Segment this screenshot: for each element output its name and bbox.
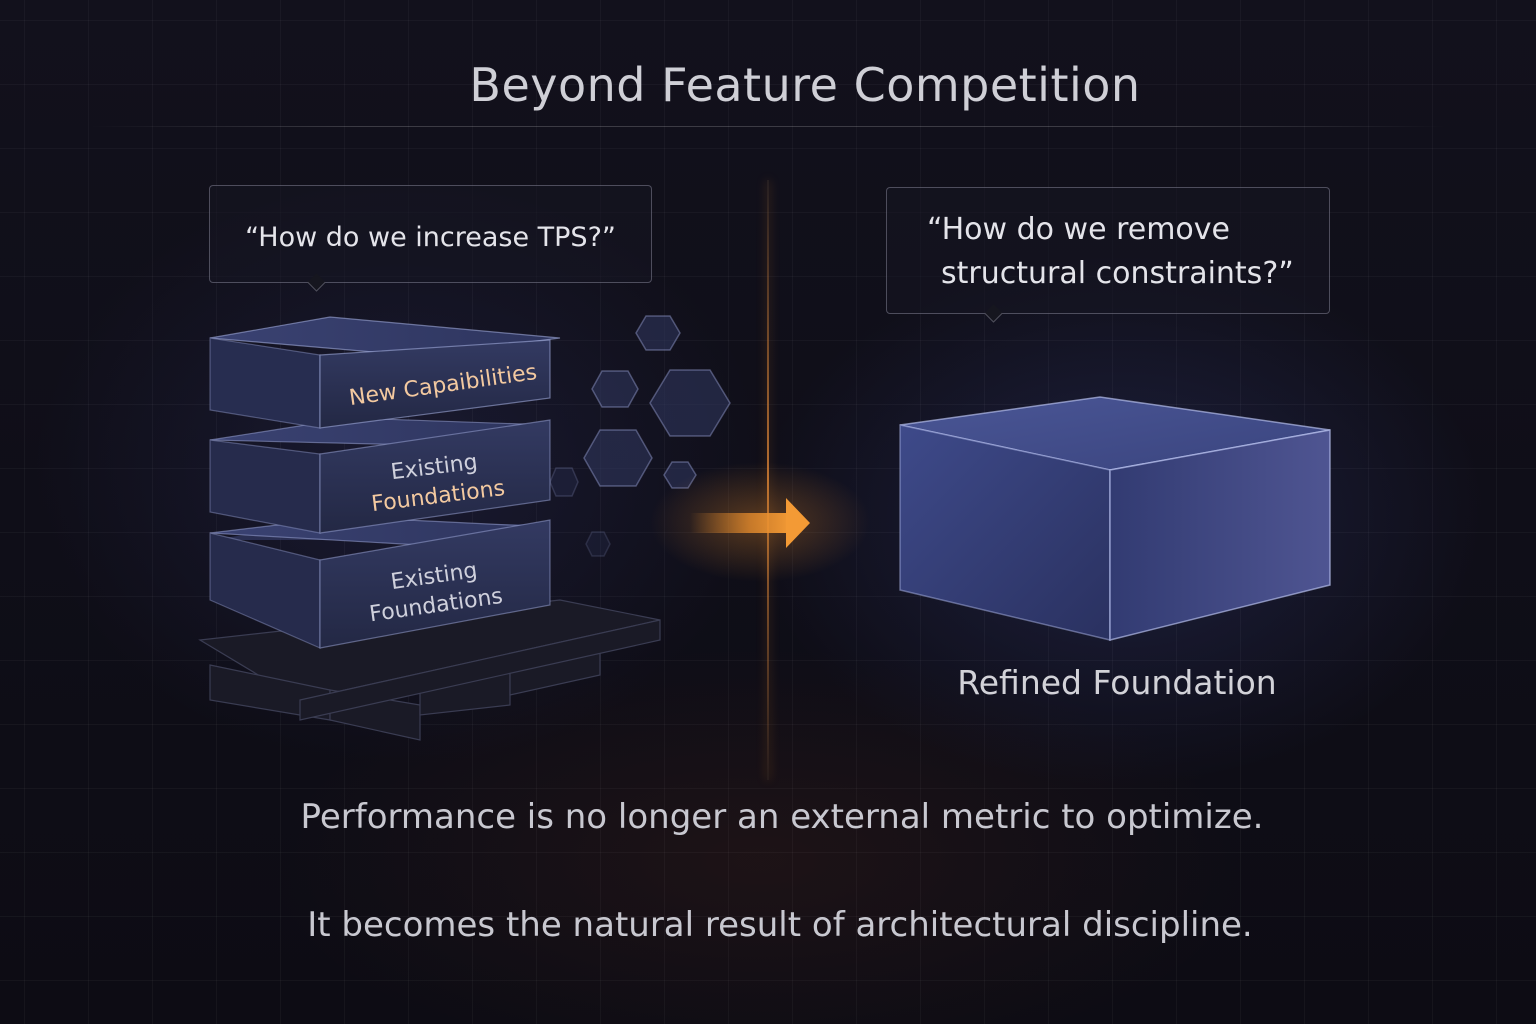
stack-block-new-capabilities: New Capaibilities: [210, 317, 560, 428]
refined-foundation-cube: [900, 397, 1330, 640]
refined-foundation-label: Refined Foundation: [900, 663, 1334, 702]
statement-line-2: It becomes the natural result of archite…: [0, 905, 1536, 945]
transition-arrow: [650, 462, 870, 582]
stack-block-existing-foundations-middle: Existing Foundations: [210, 418, 550, 533]
statement-line-1: Performance is no longer an external met…: [0, 797, 1536, 837]
